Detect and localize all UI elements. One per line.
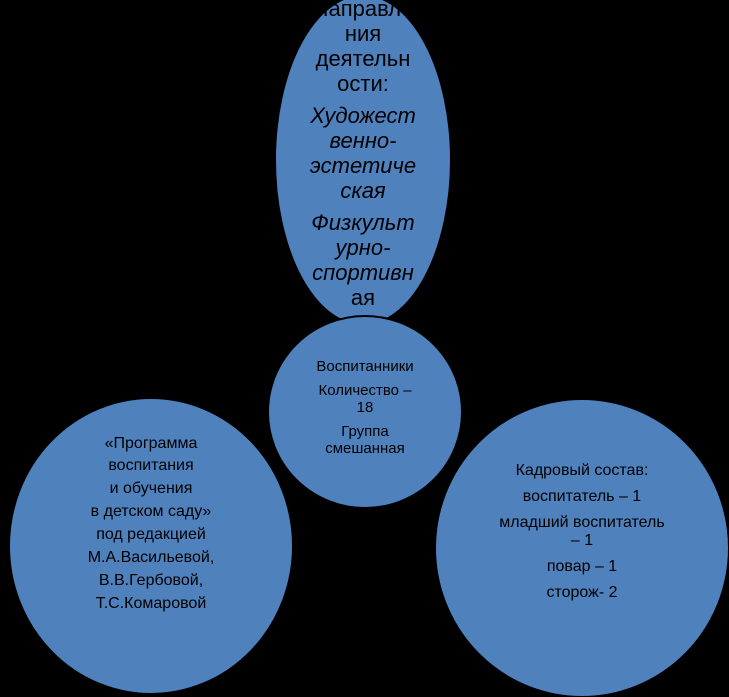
pupils-count-label: Количество – [318,382,412,399]
spacer [273,96,453,103]
right-circle-text: Кадровый состав: воспитатель – 1 младший… [467,462,697,602]
program-line-8: Т.С.Комаровой [95,595,207,612]
staff-item-junior-teacher-count: – 1 [570,532,594,549]
direction-1-line-3: эстетиче [309,153,417,178]
program-line-1: «Программа [104,435,198,452]
group-type: смешанная [325,440,405,457]
program-line-3: и обучения [109,480,193,497]
top-heading-line-4: ости: [337,71,389,96]
program-line-6: М.А.Васильевой, [87,549,215,566]
spacer [285,375,445,382]
staff-item-junior-teacher: младший воспитатель [499,514,665,531]
spacer [285,416,445,423]
program-line-4: в детском саду» [90,503,212,520]
pupils-count-value: 18 [356,399,374,416]
center-circle [267,315,463,509]
pupils-title: Воспитанники [316,358,414,375]
staff-item-watchman: сторож- 2 [546,584,618,601]
spacer [273,203,453,210]
top-heading-line-1: Направле [312,0,414,21]
group-label: Группа [341,423,389,440]
staff-item-teacher: воспитатель – 1 [522,488,642,505]
right-circle [434,398,729,697]
direction-1-line-2: венно- [329,128,397,153]
direction-2-line-2: урно- [335,235,391,260]
top-circle-text: Направле ния деятельн ости: Художест вен… [273,0,453,310]
left-circle [8,397,294,695]
program-line-7: В.В.Гербовой, [98,572,204,589]
staff-item-cook: повар – 1 [546,558,618,575]
direction-1-line-4: ская [340,178,386,203]
top-heading-line-3: деятельн [315,46,411,71]
direction-2-line-4: ая [350,285,376,310]
direction-2-line-1: Физкульт [311,210,415,235]
direction-1-line-1: Художест [310,103,416,128]
center-circle-text: Воспитанники Количество – 18 Группа смеш… [285,358,445,457]
top-heading-line-2: ния [344,21,382,46]
staff-title: Кадровый состав: [515,462,649,479]
program-line-5: под редакцией [96,526,206,543]
direction-2-line-3: спортивн [312,260,414,285]
program-line-2: воспитания [108,457,194,474]
left-circle-text: «Программа воспитания и обучения в детск… [46,435,256,613]
